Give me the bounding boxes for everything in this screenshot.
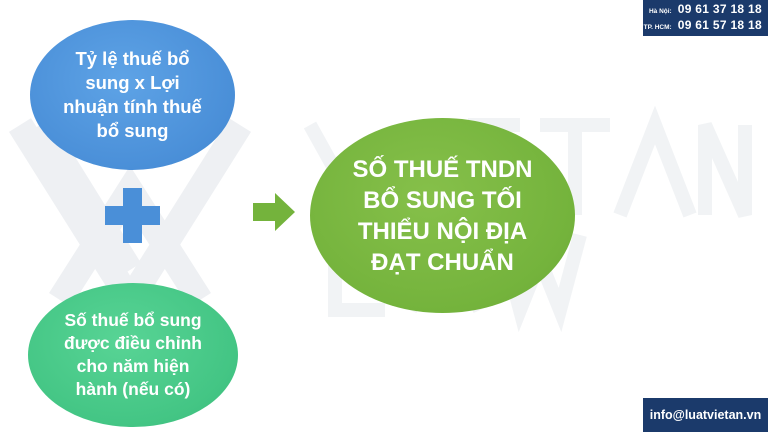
hcm-label: TP. HCM: [643,24,672,31]
hcm-phone[interactable]: 09 61 57 18 18 [677,18,762,32]
hanoi-phone[interactable]: 09 61 37 18 18 [677,2,762,16]
hotline-box: Hà Nội: 09 61 37 18 18 TP. HCM: 09 61 57… [643,0,768,36]
rate-times-profit-text: Tỷ lệ thuế bổ sung x Lợi nhuận tính thuế… [63,48,202,141]
plus-icon [105,188,160,243]
plus-icon-vertical-bar [123,188,142,243]
email-box: info@luatvietan.vn [643,398,768,432]
adjusted-tax-text: Số thuế bổ sung được điều chỉnh cho năm … [64,310,202,399]
adjusted-tax-node: Số thuế bổ sung được điều chỉnh cho năm … [28,283,238,427]
rate-times-profit-node: Tỷ lệ thuế bổ sung x Lợi nhuận tính thuế… [30,20,235,170]
email-link[interactable]: info@luatvietan.vn [649,408,762,422]
hcm-hotline-row: TP. HCM: 09 61 57 18 18 [644,18,762,34]
arrow-right-icon [253,193,295,231]
hanoi-hotline-row: Hà Nội: 09 61 37 18 18 [649,2,762,18]
result-tax-text: SỐ THUẾ TNDN BỔ SUNG TỐI THIỂU NỘI ĐỊA Đ… [352,155,533,276]
result-tax-node: SỐ THUẾ TNDN BỔ SUNG TỐI THIỂU NỘI ĐỊA Đ… [310,118,575,313]
hanoi-label: Hà Nội: [648,8,672,15]
